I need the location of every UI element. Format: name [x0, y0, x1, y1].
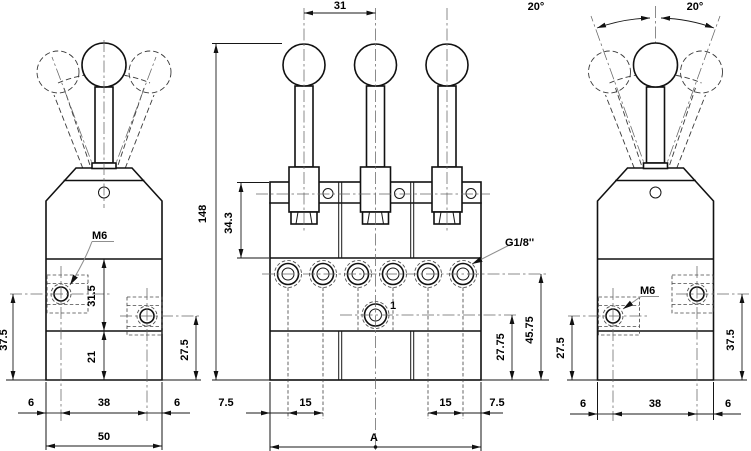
- dim-label: 20°: [528, 1, 545, 13]
- dim-label: A: [370, 432, 378, 444]
- front-view-centerlines: [256, 8, 546, 450]
- dim-label: 45.75: [524, 316, 536, 344]
- dim-label: 15: [299, 397, 311, 409]
- left-view-m6-callout: M6: [69, 230, 114, 286]
- dim-label: 7.5: [218, 397, 233, 409]
- front-view: 1 G1/8'' 31 148 34.3 45.75: [197, 0, 549, 451]
- dim-label: 31.5: [86, 285, 98, 306]
- front-view-lever-module-1: [282, 43, 334, 225]
- port-thread-label: G1/8'': [505, 237, 534, 249]
- pivot-screw: [649, 186, 662, 199]
- phantom-knob-right: [128, 50, 172, 94]
- lever-knob: [632, 42, 679, 88]
- left-side-view: M6 37.5 31.5 21 27.5 6 38 6 50: [0, 40, 201, 450]
- phantom-knob-right: [680, 50, 723, 94]
- screw: [322, 188, 334, 199]
- dim-label: 27.5: [179, 339, 191, 360]
- lever-stem: [645, 86, 666, 164]
- screw: [465, 188, 477, 199]
- dim-label: 7.5: [489, 397, 504, 409]
- dim-label: 6: [725, 398, 731, 410]
- left-view-dimensions: 37.5 31.5 21 27.5 6 38 6 50: [0, 259, 201, 450]
- dim-label: 27.75: [495, 333, 507, 361]
- dim-label: 31: [334, 0, 346, 12]
- dim-label: 50: [98, 431, 110, 443]
- right-view-dimensions: 20° 20° 27.5 37.5 6 38 6: [528, 1, 747, 420]
- dim-label: 34.3: [223, 212, 235, 233]
- dim-label: 20°: [687, 1, 704, 13]
- right-view-m6-callout: M6: [622, 285, 659, 310]
- dim-label: 15: [439, 397, 451, 409]
- dim-label: 37.5: [0, 329, 10, 350]
- dim-label: 6: [580, 398, 586, 410]
- right-side-view: M6 20° 20° 27.5 37.5 6 38 6: [528, 1, 749, 421]
- phantom-knob-left: [588, 50, 631, 94]
- dim-label: 27.5: [555, 337, 567, 358]
- thread-label: M6: [640, 285, 655, 297]
- right-view-body: [568, 42, 749, 421]
- dim-label: 6: [174, 397, 180, 409]
- dim-label: 21: [86, 351, 98, 363]
- phantom-knob-left: [36, 50, 80, 94]
- dim-label: 6: [28, 397, 34, 409]
- thread-label: M6: [92, 230, 107, 242]
- screw: [394, 188, 405, 199]
- dim-label: 38: [98, 397, 110, 409]
- dim-label: 37.5: [725, 329, 737, 350]
- front-view-dimensions: 31 148 34.3 45.75 27.75 7.5 15 15 7.5 A: [197, 0, 549, 451]
- dim-label: 38: [649, 398, 661, 410]
- valve-body-outline: [596, 167, 715, 381]
- dim-label: 148: [197, 205, 209, 223]
- front-view-lever-module-2: [353, 43, 405, 225]
- front-view-port-thread-callout: G1/8'': [471, 237, 534, 265]
- front-view-lever-module-3: [425, 43, 477, 225]
